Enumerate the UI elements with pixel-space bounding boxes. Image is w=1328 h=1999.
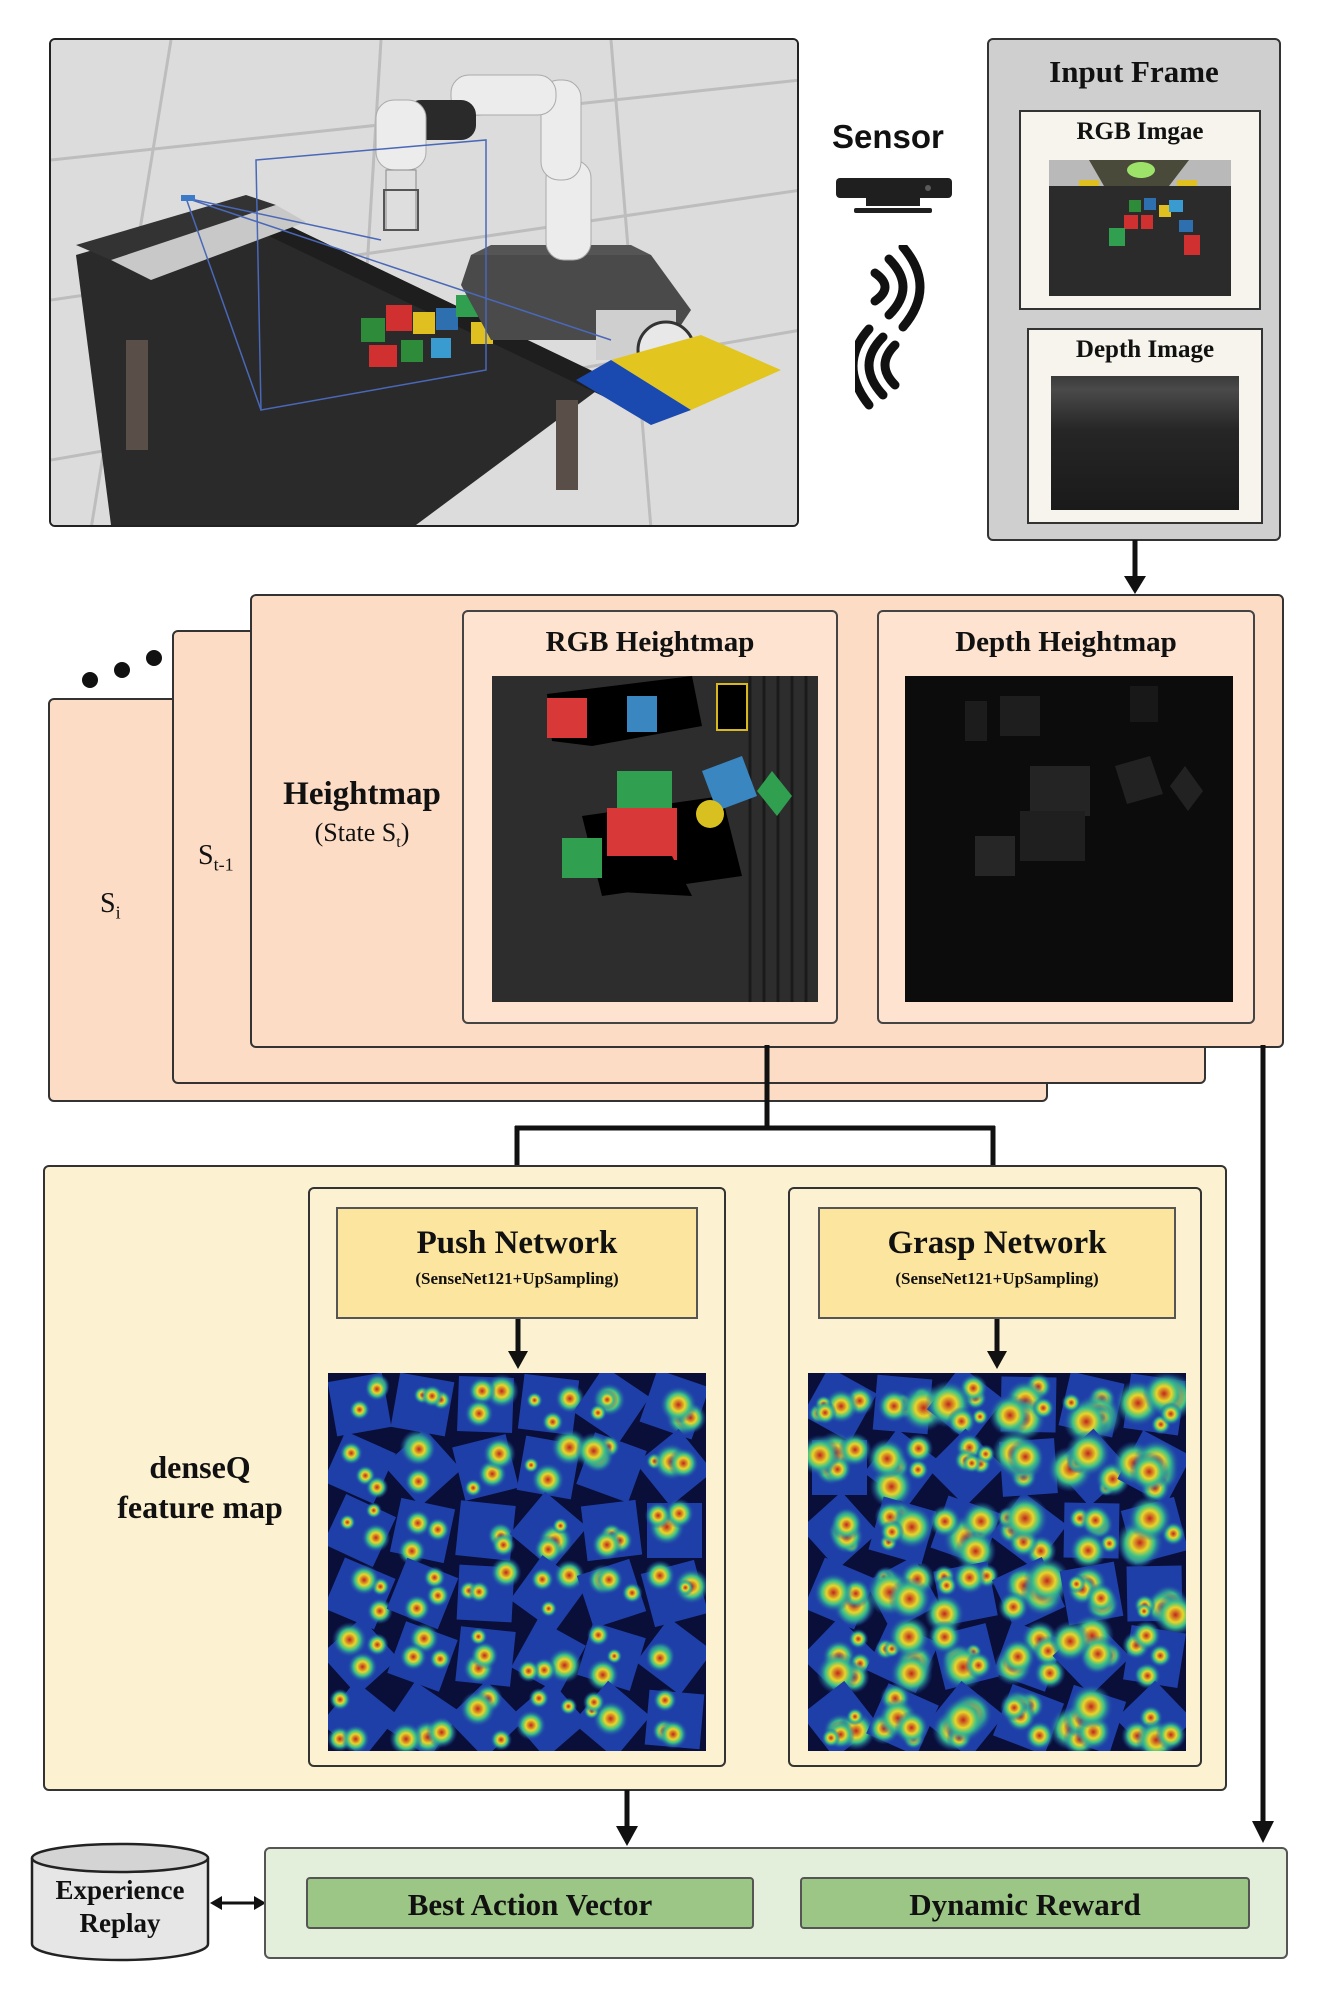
push-network-title: Push Network (416, 1225, 618, 1261)
sensor-label: Sensor (832, 118, 944, 155)
experience-replay-line2: Replay (79, 1908, 161, 1938)
experience-replay-line1: Experience (55, 1875, 185, 1905)
depth-image (1051, 376, 1239, 510)
wireless-signal-icon (855, 245, 925, 410)
rgb-heightmap-caption: RGB Heightmap (545, 626, 755, 658)
denseq-label: denseQ feature map (85, 1447, 315, 1527)
action-output-panel: Best Action Vector Dynamic Reward (264, 1847, 1288, 1959)
grasp-network-panel: Grasp Network (SenseNet121+UpSampling) (788, 1187, 1202, 1767)
experience-replay-label: Experience Replay (28, 1874, 212, 1940)
rgb-heightmap-panel: RGB Heightmap (462, 610, 838, 1024)
push-network-panel: Push Network (SenseNet121+UpSampling) (308, 1187, 726, 1767)
input-frame-panel: Input Frame RGB Imgae Depth Image (987, 38, 1281, 541)
depth-heightmap-caption: Depth Heightmap (955, 626, 1177, 658)
grasp-q-heatmap (799, 1365, 1197, 1761)
grasp-network-title: Grasp Network (887, 1225, 1107, 1261)
heightmap-title: Heightmap (283, 776, 441, 812)
best-action-vector-box: Best Action Vector (306, 1877, 754, 1929)
arrow-grasp-to-map (987, 1319, 1007, 1369)
dynamic-reward-box: Dynamic Reward (800, 1877, 1250, 1929)
heightmap-layer-current: Heightmap (State St) RGB Heightmap (250, 594, 1284, 1048)
input-frame-title: Input Frame (1049, 54, 1219, 89)
scene-illustration (51, 40, 797, 525)
depth-image-card: Depth Image (1027, 328, 1263, 524)
depth-heightmap-image (905, 676, 1233, 1002)
ellipsis-dots (78, 644, 168, 695)
denseq-label-line2: feature map (117, 1489, 283, 1525)
rgb-heightmap-image (492, 676, 818, 1002)
depth-image-caption: Depth Image (1075, 336, 1215, 363)
push-network-label: Push Network (SenseNet121+UpSampling) (336, 1207, 698, 1319)
experience-replay-database-icon (30, 1842, 210, 1962)
state-si-label: Si (100, 888, 121, 923)
kinect-sensor-icon (836, 178, 952, 213)
state-st-1-label: St-1 (198, 840, 234, 875)
best-action-vector-label: Best Action Vector (407, 1887, 653, 1922)
arrow-denseq-to-action (616, 1790, 638, 1846)
denseq-panel: denseQ feature map Push Network (SenseNe… (43, 1165, 1227, 1791)
simulation-scene (49, 38, 799, 527)
bidirectional-arrow (210, 1896, 266, 1910)
heightmap-state-label: (State St) (314, 818, 410, 852)
arrow-heightmap-to-reward (1252, 1045, 1274, 1843)
rgb-image-card: RGB Imgae (1019, 110, 1261, 310)
denseq-label-line1: denseQ (149, 1449, 251, 1485)
push-network-subtitle: (SenseNet121+UpSampling) (415, 1269, 619, 1288)
grasp-network-label: Grasp Network (SenseNet121+UpSampling) (818, 1207, 1176, 1319)
arrow-push-to-map (508, 1319, 528, 1369)
grasp-network-subtitle: (SenseNet121+UpSampling) (895, 1269, 1099, 1288)
depth-heightmap-panel: Depth Heightmap (877, 610, 1255, 1024)
push-q-heatmap (320, 1366, 714, 1759)
dynamic-reward-label: Dynamic Reward (909, 1887, 1141, 1922)
rgb-image-caption: RGB Imgae (1076, 118, 1204, 145)
rgb-image (1049, 160, 1231, 296)
arrow-input-to-heightmap (1124, 540, 1146, 594)
